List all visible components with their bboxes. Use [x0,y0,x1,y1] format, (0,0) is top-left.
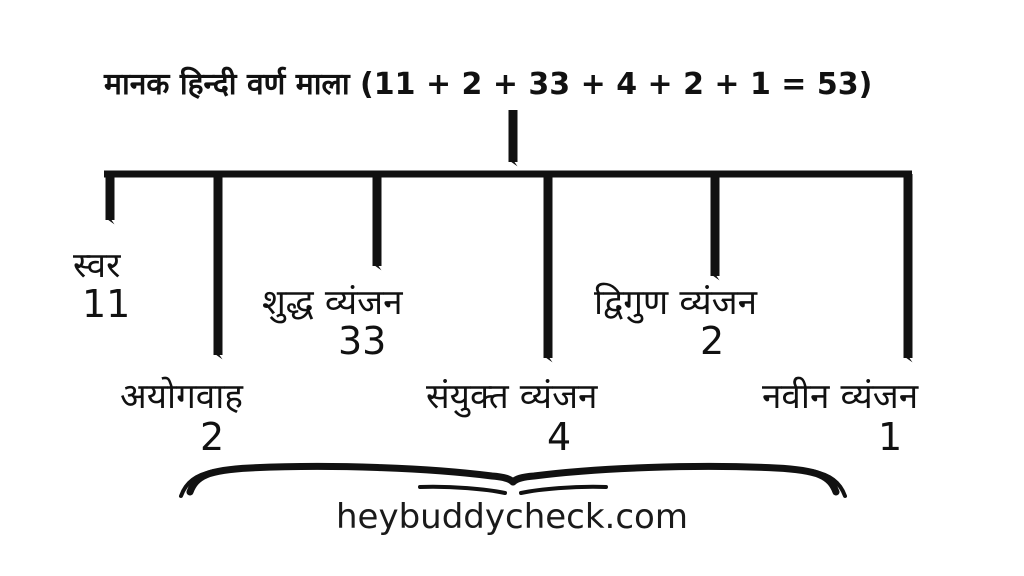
node-count-dwigun-vyanjan: 2 [700,319,725,363]
node-count-shuddh-vyanjan: 33 [338,319,387,363]
node-label-ayogvah: अयोगवाह [120,377,243,417]
decorative-brace [179,462,847,498]
node-label-sanyukt-vyanjan: संयुक्त व्यंजन [426,377,598,417]
node-count-sanyukt-vyanjan: 4 [547,415,572,459]
node-label-shuddh-vyanjan: शुद्ध व्यंजन [262,283,403,323]
diagram-title: मानक हिन्दी वर्ण माला (11 + 2 + 33 + 4 +… [104,67,873,102]
node-count-swar: 11 [82,282,131,326]
node-label-naveen-vyanjan: नवीन व्यंजन [762,377,919,417]
node-count-naveen-vyanjan: 1 [878,415,903,459]
node-label-dwigun-vyanjan: द्विगुण व्यंजन [594,283,757,323]
node-count-ayogvah: 2 [200,415,225,459]
watermark-text: heybuddycheck.com [336,497,688,537]
node-label-swar: स्वर [73,246,121,286]
